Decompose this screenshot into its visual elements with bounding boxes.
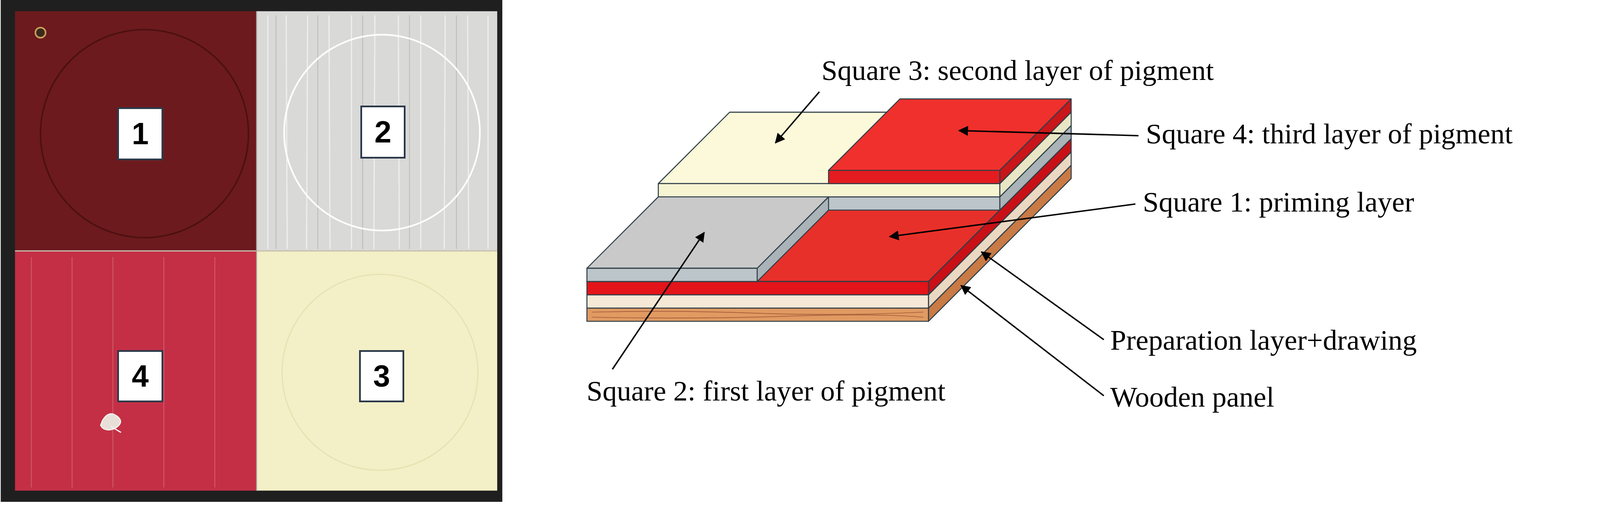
layer-label: Preparation layer+drawing bbox=[1110, 322, 1417, 357]
callout-number: 3 bbox=[373, 360, 391, 392]
layer-label: Square 1: priming layer bbox=[1142, 184, 1415, 219]
panel-photo bbox=[0, 0, 503, 502]
callout-box: 1 bbox=[117, 107, 164, 161]
callout-box: 2 bbox=[360, 105, 406, 159]
callout-number: 4 bbox=[131, 360, 149, 392]
layer-label: Wooden panel bbox=[1110, 379, 1275, 414]
leader-arrows bbox=[612, 91, 1139, 396]
callout-number: 2 bbox=[374, 116, 392, 148]
callout-box: 4 bbox=[117, 349, 164, 403]
layer-label: Square 2: first layer of pigment bbox=[586, 373, 946, 408]
layer-label: Square 3: second layer of pigment bbox=[821, 52, 1215, 88]
callout-box: 3 bbox=[359, 349, 405, 403]
callout-number: 1 bbox=[131, 118, 149, 149]
layer-label: Square 4: third layer of pigment bbox=[1145, 116, 1513, 151]
